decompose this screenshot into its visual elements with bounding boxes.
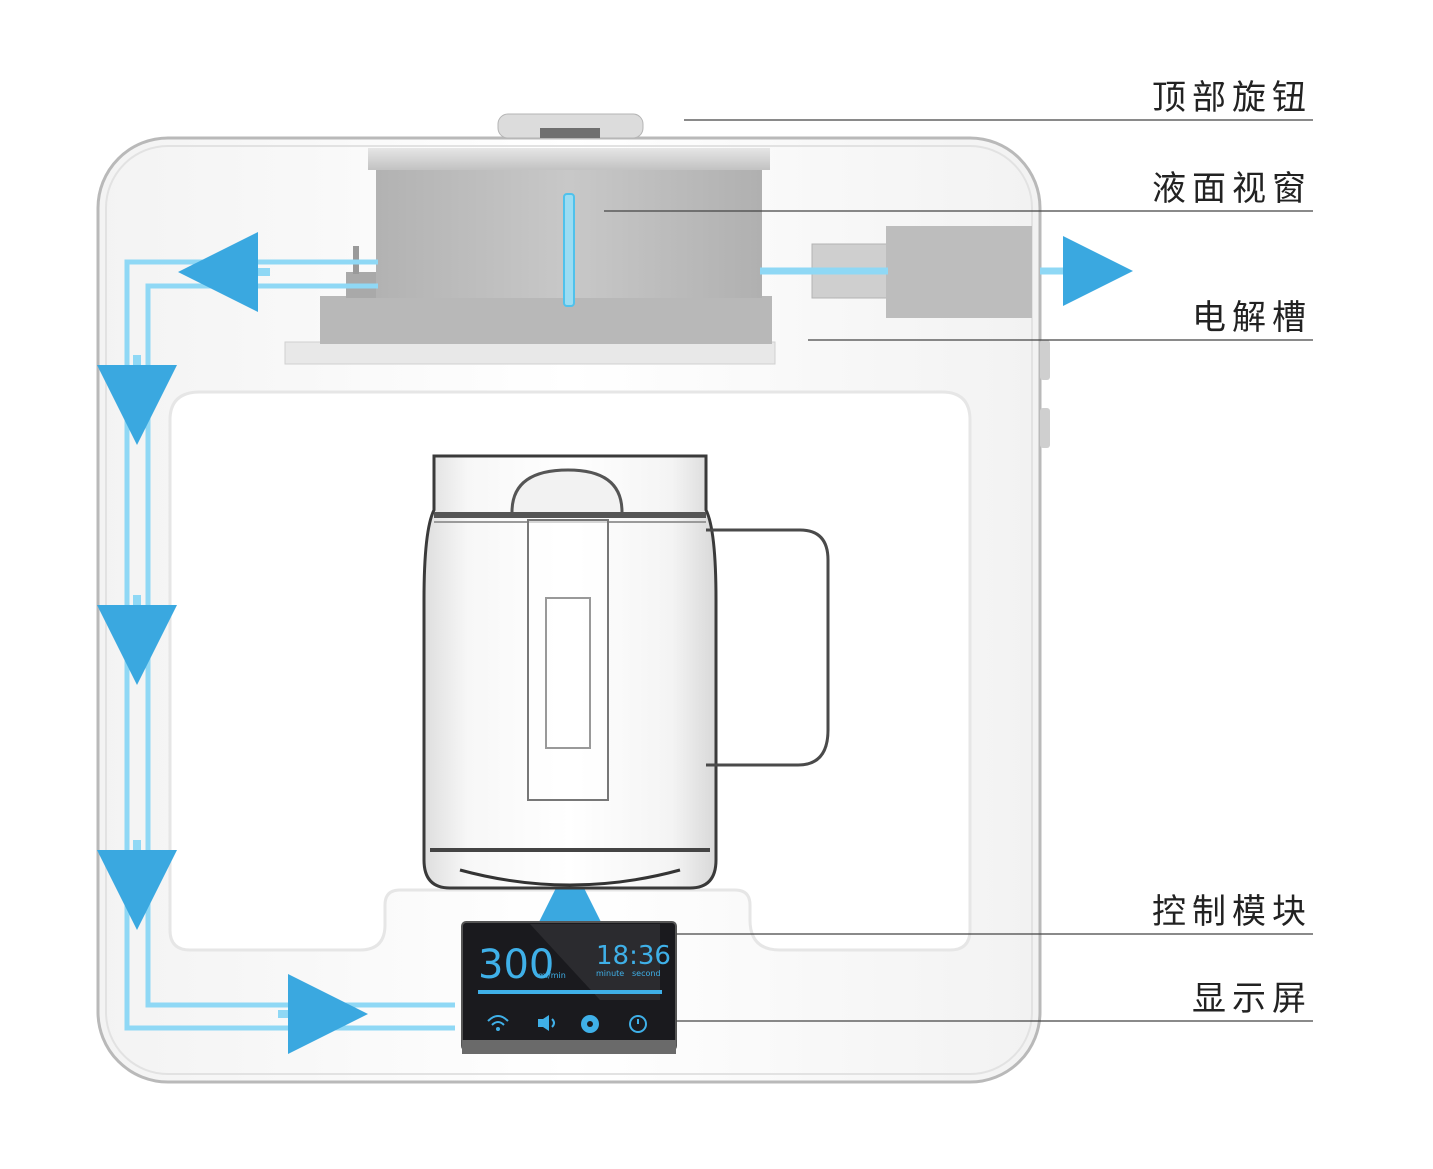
glass-cup xyxy=(422,454,830,890)
volume-unit: ml/min xyxy=(538,971,566,980)
label-top-knob: 顶部旋钮 xyxy=(1152,78,1312,118)
time-value: 18:36 xyxy=(596,941,671,971)
wifi-icon[interactable] xyxy=(487,1015,509,1031)
label-display-screen: 显示屏 xyxy=(1192,979,1312,1019)
time-unit-minute: minute xyxy=(596,969,624,978)
display-screen: 300 ml/min 18:36 minute second xyxy=(461,921,677,1054)
volume-value: 300 xyxy=(478,942,554,988)
fan-icon[interactable] xyxy=(581,1015,599,1033)
side-button-top[interactable] xyxy=(1040,340,1050,380)
outlet-pipe xyxy=(760,226,1133,318)
water-flow xyxy=(97,232,610,1054)
label-electrolysis-tank: 电解槽 xyxy=(1192,298,1312,338)
side-button-bottom[interactable] xyxy=(1040,408,1050,448)
callout-lines xyxy=(604,119,1313,1022)
level-window xyxy=(563,193,575,307)
progress-bar xyxy=(478,990,662,994)
label-control-module: 控制模块 xyxy=(1152,892,1312,932)
time-unit-second: second xyxy=(632,969,661,978)
volume-icon[interactable] xyxy=(538,1015,555,1031)
top-knob[interactable] xyxy=(497,113,644,139)
label-level-window: 液面视窗 xyxy=(1152,169,1312,209)
timer-icon[interactable] xyxy=(629,1015,647,1033)
